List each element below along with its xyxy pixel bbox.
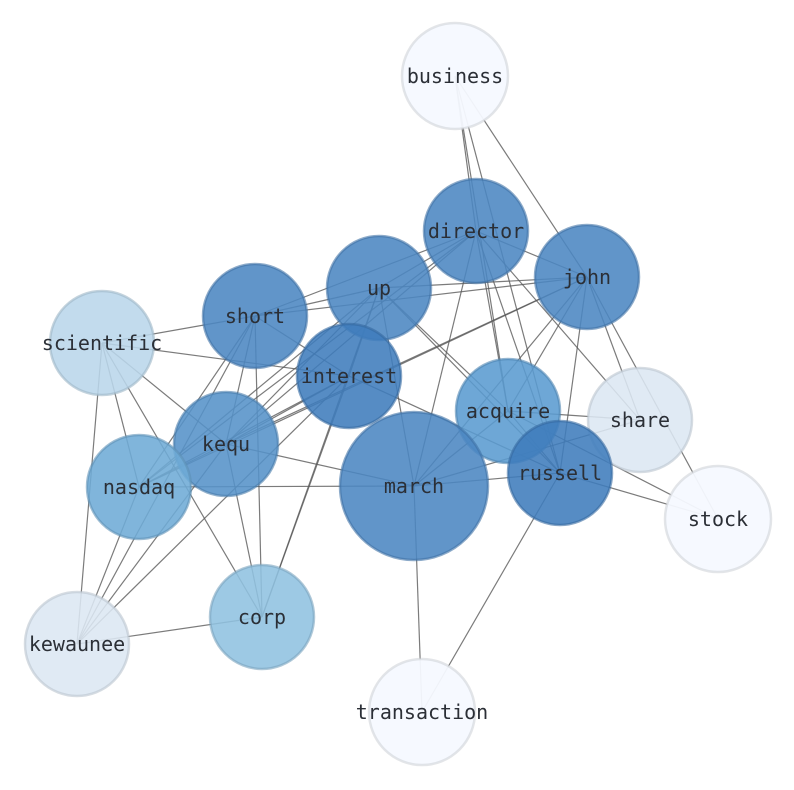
node-circle-stock xyxy=(663,464,773,574)
node-circle-kequ xyxy=(172,390,280,498)
node-circle-short xyxy=(201,262,309,370)
edge-interest-kewaunee xyxy=(76,375,350,645)
node-circle-corp xyxy=(208,563,316,671)
node-interest: interest xyxy=(295,322,403,430)
node-march: march xyxy=(338,410,490,562)
node-russell: russell xyxy=(506,419,614,527)
node-director: director xyxy=(422,177,530,285)
node-label-transaction: transaction xyxy=(356,700,488,724)
node-label-scientific: scientific xyxy=(42,331,162,355)
node-label-business: business xyxy=(407,64,503,88)
node-share: share xyxy=(586,366,694,474)
node-circle-share xyxy=(586,366,694,474)
node-label-nasdaq: nasdaq xyxy=(103,475,175,499)
node-circle-director xyxy=(422,177,530,285)
node-circle-kewaunee xyxy=(23,590,131,698)
node-corp: corp xyxy=(208,563,316,671)
node-stock: stock xyxy=(663,464,773,574)
node-label-corp: corp xyxy=(238,605,286,629)
node-label-acquire: acquire xyxy=(466,399,550,423)
node-nasdaq: nasdaq xyxy=(85,433,193,541)
node-label-up: up xyxy=(367,276,391,300)
node-label-john: john xyxy=(563,265,611,289)
node-label-kewaunee: kewaunee xyxy=(29,632,125,656)
node-circle-john xyxy=(533,223,641,331)
node-circle-transaction xyxy=(367,657,477,767)
node-label-director: director xyxy=(428,219,524,243)
node-circle-scientific xyxy=(48,289,156,397)
node-label-russell: russell xyxy=(518,461,602,485)
node-business: business xyxy=(400,21,510,131)
node-transaction: transaction xyxy=(356,657,488,767)
node-circle-interest xyxy=(295,322,403,430)
node-short: short xyxy=(201,262,309,370)
node-circle-russell xyxy=(506,419,614,527)
node-label-kequ: kequ xyxy=(202,432,250,456)
node-circle-nasdaq xyxy=(85,433,193,541)
node-john: john xyxy=(533,223,641,331)
node-kequ: kequ xyxy=(172,390,280,498)
node-kewaunee: kewaunee xyxy=(23,590,131,698)
node-label-share: share xyxy=(610,408,670,432)
node-layer: business director john up short scientific int… xyxy=(23,21,773,767)
node-circle-march xyxy=(338,410,490,562)
node-label-interest: interest xyxy=(301,364,397,388)
node-label-stock: stock xyxy=(688,507,748,531)
node-circle-business xyxy=(400,21,510,131)
node-label-short: short xyxy=(225,304,285,328)
node-label-march: march xyxy=(384,474,444,498)
node-scientific: scientific xyxy=(42,289,162,397)
